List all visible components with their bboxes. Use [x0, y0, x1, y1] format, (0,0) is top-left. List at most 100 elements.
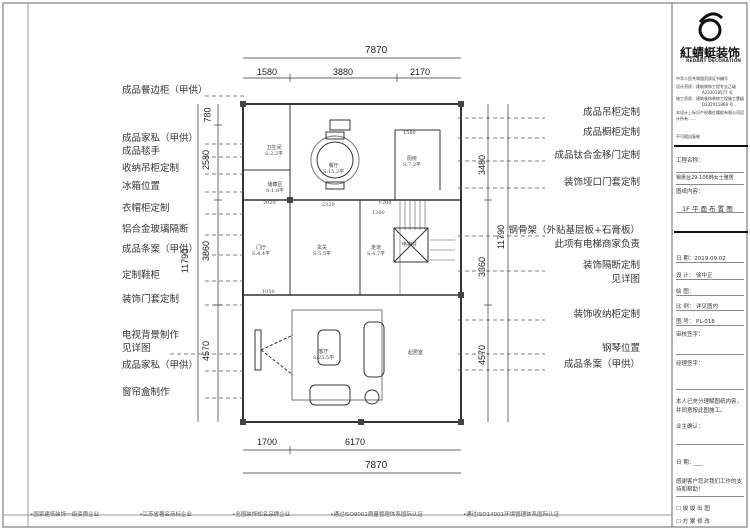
room-name: 餐厅 [328, 163, 339, 169]
cert-design-no: A232018577 号 [702, 90, 733, 95]
checkbox-revise[interactable]: ☐ 方 案 修 改 [676, 519, 710, 525]
room-elevator: 电梯井 [402, 242, 417, 248]
annotation-label: 见详图 [611, 274, 640, 285]
cert-build-no: D232011869 号 [702, 102, 734, 107]
brand-name: 紅蜻蜓装饰 [680, 46, 741, 60]
owner-date: 日 期：___ [676, 460, 703, 466]
footer-item: •国家建筑装饰一级资质企业 [30, 512, 100, 518]
annotation-label: 冰箱位置 [122, 181, 161, 192]
room-name: 电梯井 [402, 242, 418, 248]
annotation-label: 收纳吊柜定制 [122, 163, 180, 174]
drawing-number: 图 号： PL-018 [676, 319, 715, 325]
footer-item: •通过ISO14001环境管理体系国际认证 [462, 512, 560, 518]
annotation-label: 装饰垭口门套定制 [563, 177, 640, 188]
annotation-label: 成品吊柜定制 [582, 107, 640, 118]
room-area: S:4.7平 [367, 251, 386, 257]
annotation-label: 装饰隔断定制 [582, 260, 640, 271]
copyright-note: 本设计上标识产权属红蜻蜓有限公司设计所有…… [676, 110, 744, 121]
annotation-label: 钢骨架（外贴基层板+石膏板） [508, 225, 640, 236]
cert-build: 施工资质：建筑装饰装修工程施工壹级 [676, 96, 744, 101]
room-area: S:2.2平 [265, 151, 284, 157]
scale: 比 例： 详见图内 [676, 304, 718, 310]
thanks-note: 感谢客户您对我们工作的支持和帮助！ [676, 479, 743, 493]
dim-top: 2170 [410, 67, 431, 77]
dim-bottom: 6170 [345, 437, 366, 447]
title-block: 紅蜻蜓装饰 REDANT DECORATION 中华人民共和国资质证书编号 设计… [672, 4, 748, 526]
room-name: 储藏区 [267, 182, 283, 188]
certification-footer: •国家建筑装饰一级资质企业 •江苏省著名商标企业 •全国装饰知名品牌企业 •通过… [30, 510, 559, 518]
cert-title: 中华人民共和国资质证书编号 [676, 76, 728, 81]
room-name: 客厅 [318, 349, 329, 355]
reviewer-signature: 审核签字： [676, 332, 704, 338]
footer-item: •通过ISO9001质量管理体系国际认证 [330, 512, 423, 518]
annotation-label: 成品家私（甲供） [122, 360, 199, 371]
confirm-note: 本人已充分理解图纸内容，并同意按此图施工。 [676, 399, 743, 414]
date: 日 期：2019.09.02 [676, 256, 726, 262]
dim-top: 1580 [257, 67, 278, 77]
project-label: 工程名称： [676, 158, 704, 164]
room-name: 起居室 [408, 350, 424, 356]
dim-bottom-total: 7870 [365, 460, 388, 471]
dim-right: 3480 [477, 154, 488, 176]
annotation-label: 窗帘盒制作 [122, 387, 170, 398]
room-area: S:5.5平 [313, 251, 332, 257]
brand-en: REDANT DECORATION [686, 59, 742, 64]
dim-right-total: 11790 [496, 224, 507, 250]
manager-signature: 经理签字： [676, 361, 704, 367]
dim-top: 3880 [333, 67, 354, 77]
dim-left: 2580 [201, 149, 212, 171]
annotation-label: 成品条案（甲供） [122, 244, 199, 255]
room-area: S:4.4平 [252, 251, 271, 257]
annotation-label: 成品钛合金移门定制 [554, 150, 640, 161]
checkbox-final[interactable]: ☐ 竣 竣 出 图 [676, 506, 710, 512]
designer: 设 计： 徐中正 [676, 273, 713, 279]
annotation-label: 此项有电梯商家负责 [554, 239, 640, 250]
annotation-label: 铝合金玻璃隔断 [122, 224, 189, 235]
checkbox-label: 方 案 修 改 [682, 519, 710, 525]
dim-top-total: 7870 [365, 45, 388, 56]
owner-confirm: 业主确认： [676, 424, 704, 430]
annotation-label: 装饰收纳柜定制 [573, 309, 640, 320]
annotation-label: 电视背景制作 [122, 330, 180, 341]
drawing-label: 图纸内容： [676, 189, 704, 195]
dim-left: 3860 [201, 240, 212, 262]
inner-dim: 1300 [372, 210, 385, 216]
room-area: S:15.2平 [323, 169, 345, 175]
dim-bottom: 1700 [257, 437, 278, 447]
annotation-label: 成品家私（甲供） [122, 133, 199, 144]
inner-dim: 1050 [262, 289, 275, 295]
room-name: 门厅 [256, 245, 267, 251]
floor-plan [242, 103, 462, 423]
room-area: S:1.8平 [266, 188, 285, 194]
footer-item: •全国装饰知名品牌企业 [232, 512, 291, 518]
inner-dim: 2320 [322, 202, 335, 208]
annotation-label: 成品橱柜定制 [582, 127, 640, 138]
annotation-label: 见详图 [122, 343, 151, 354]
room-area: S:7.2平 [403, 162, 422, 168]
annotation-label: 衣帽柜定制 [122, 203, 170, 214]
annotation-label: 成品条案（甲供） [563, 359, 640, 370]
dim-left: 4570 [201, 340, 212, 362]
project-name: 锡惠台29-106韩女士雅居 [676, 175, 734, 181]
inner-dim: 1580 [403, 130, 416, 136]
footer-item: •江苏省著名商标企业 [139, 512, 192, 518]
room-name: 卫生间 [266, 145, 282, 151]
inner-dim: 下200 [377, 200, 392, 206]
annotation-label: 钢琴位置 [601, 343, 640, 354]
annotation-label: 定制鞋柜 [122, 270, 161, 281]
logo-icon [698, 12, 724, 42]
annotation-label: 成品餐边柜（甲供） [122, 85, 208, 96]
dim-right: 4570 [477, 344, 488, 366]
checkbox-label: 竣 竣 出 图 [682, 506, 710, 512]
room-lounge: 起居室 [408, 350, 423, 356]
room-area: S:25.5平 [313, 355, 335, 361]
drafter: 绘 图： [676, 289, 695, 295]
